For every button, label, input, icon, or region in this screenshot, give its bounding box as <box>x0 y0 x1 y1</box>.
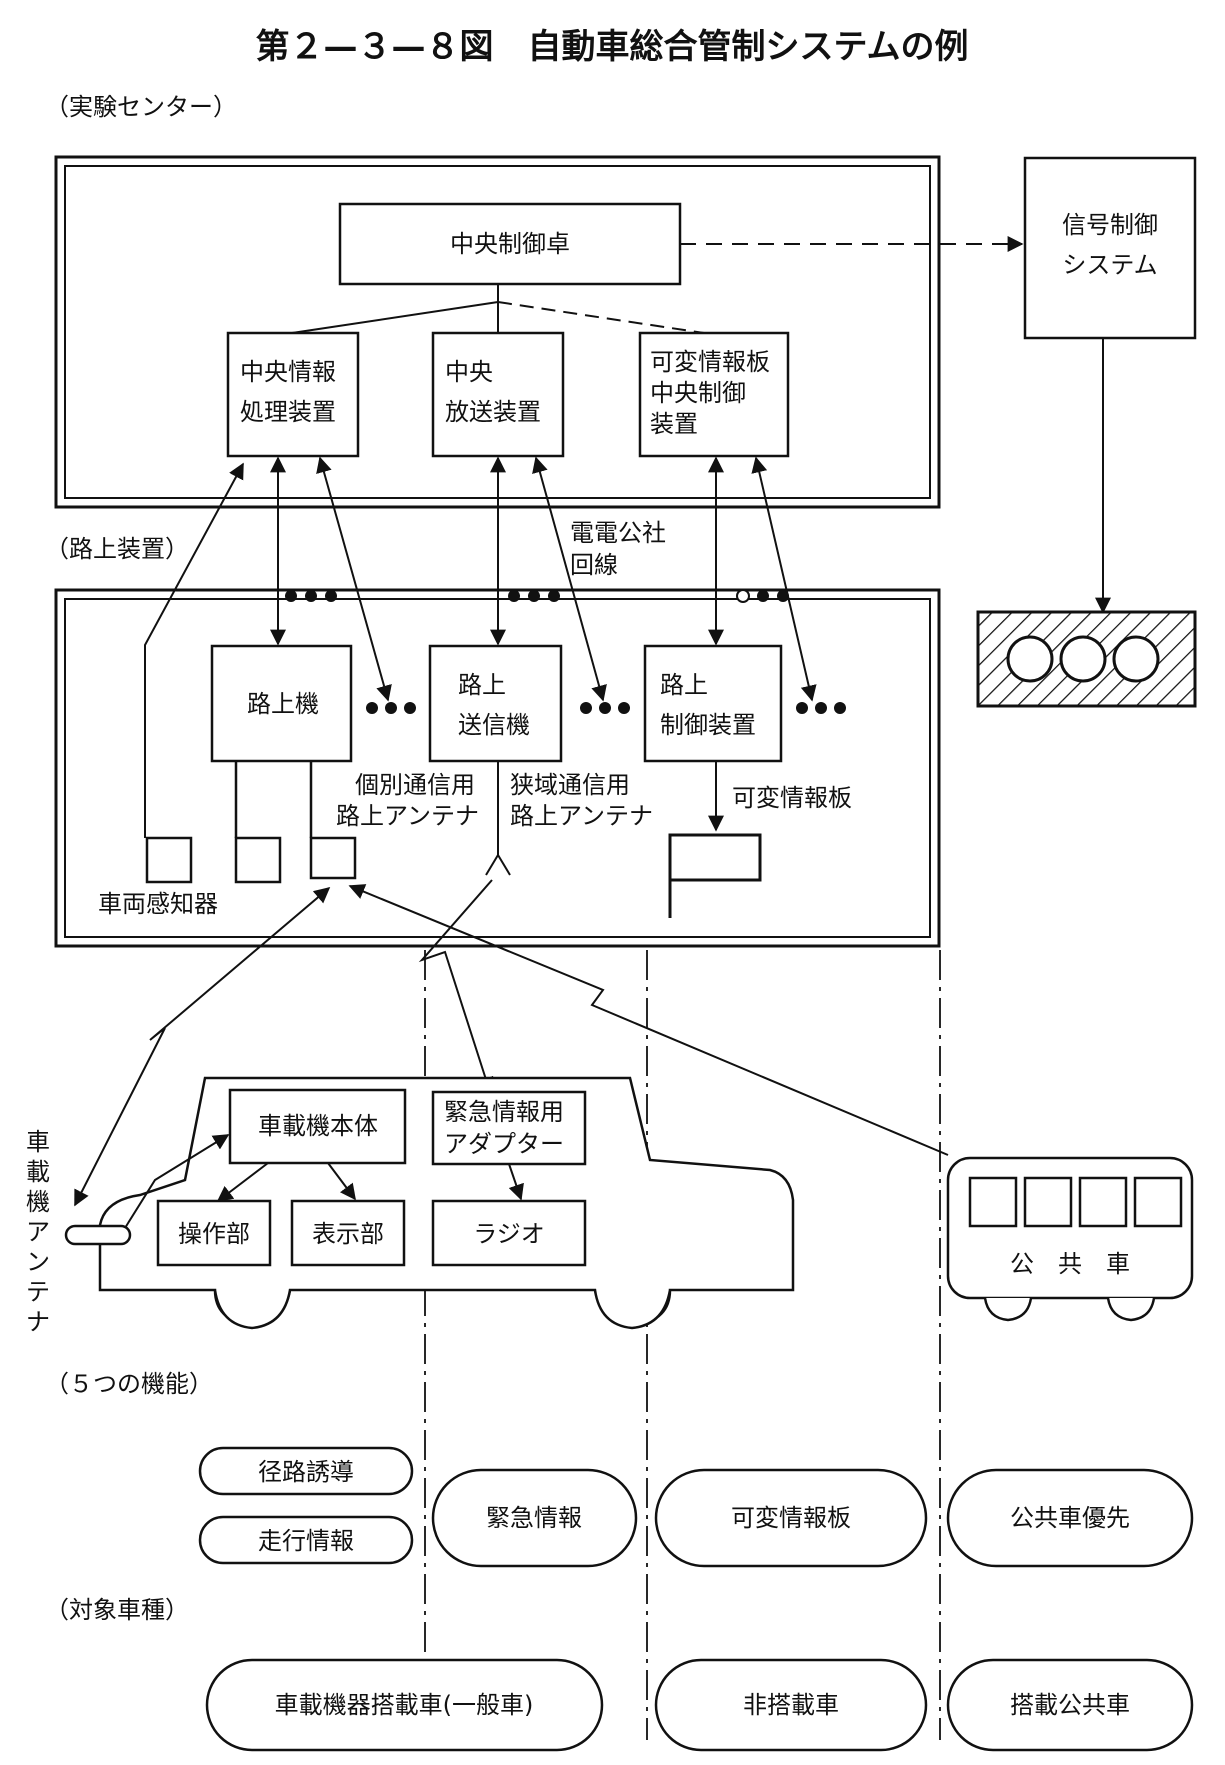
transmitter-line2: 送信機 <box>458 711 530 739</box>
svg-text:車載機器搭載車(一般車): 車載機器搭載車(一般車) <box>275 1691 534 1719</box>
function-vms: 可変情報板 <box>654 1468 928 1568</box>
wireless-links <box>74 879 949 1207</box>
narrow-antenna-line1: 狭域通信用 <box>510 771 630 799</box>
device-dots <box>366 702 846 714</box>
info-processor-line2: 処理装置 <box>240 398 336 426</box>
individual-antenna-line1: 個別通信用 <box>355 771 475 799</box>
emergency-adapter-line1: 緊急情報用 <box>444 1098 564 1126</box>
info-processor-line1: 中央情報 <box>240 358 336 386</box>
operation-box: 操作部 <box>156 1199 272 1267</box>
vms-control-line2: 中央制御 <box>650 379 746 407</box>
svg-text:径路誘導: 径路誘導 <box>258 1458 354 1486</box>
vms-control-box: 可変情報板 中央制御 装置 <box>638 331 790 458</box>
bus-icon <box>946 1156 1194 1322</box>
car-antenna-label: 車 載 機 ア ン テ ナ <box>26 1128 50 1336</box>
transmitter-box: 路上 送信機 <box>428 644 563 763</box>
traffic-signal-icon <box>976 610 1197 708</box>
svg-text:ナ: ナ <box>26 1308 50 1336</box>
svg-text:搭載公共車: 搭載公共車 <box>1010 1691 1130 1719</box>
svg-text:走行情報: 走行情報 <box>258 1527 354 1555</box>
section-label-targets: （対象車種） <box>45 1596 189 1624</box>
svg-text:非搭載車: 非搭載車 <box>743 1691 839 1719</box>
section-label-roadside: （路上装置） <box>45 535 189 563</box>
target-equipped-bus: 搭載公共車 <box>946 1658 1194 1752</box>
narrow-antenna-icon <box>485 761 511 876</box>
telecom-line-2: 回線 <box>570 551 618 579</box>
controller-line1: 路上 <box>660 671 708 699</box>
individual-antenna-line2: 路上アンテナ <box>336 802 479 830</box>
svg-text:載: 載 <box>26 1158 50 1186</box>
controller-box: 路上 制御装置 <box>643 644 783 763</box>
function-route-guidance: 径路誘導 <box>198 1446 414 1496</box>
car-antenna-icon <box>64 1224 132 1246</box>
vms-control-line3: 装置 <box>650 410 698 438</box>
svg-text:機: 機 <box>26 1188 50 1216</box>
function-driving-info: 走行情報 <box>198 1515 414 1565</box>
display-box: 表示部 <box>290 1199 406 1267</box>
onboard-unit-label: 車載機本体 <box>258 1112 378 1140</box>
section-label-center: （実験センター） <box>45 93 237 121</box>
narrow-antenna-line2: 路上アンテナ <box>510 802 653 830</box>
svg-text:車: 車 <box>26 1128 50 1156</box>
signal-system-line2: システム <box>1062 251 1157 279</box>
broadcast-line2: 放送装置 <box>445 398 541 426</box>
control-desk-box: 中央制御卓 <box>338 202 682 286</box>
separator-lines <box>424 950 941 1740</box>
broadcast-line1: 中央 <box>445 358 493 386</box>
section-label-functions: （５つの機能） <box>45 1370 213 1398</box>
target-unequipped-vehicle: 非搭載車 <box>654 1658 928 1752</box>
function-emergency-info: 緊急情報 <box>431 1468 638 1568</box>
detector-label: 車両感知器 <box>98 890 218 918</box>
control-desk-connectors <box>291 284 705 334</box>
svg-text:テ: テ <box>26 1278 50 1306</box>
radio-box: ラジオ <box>431 1199 587 1267</box>
operation-label: 操作部 <box>178 1220 250 1248</box>
car-internal-links <box>124 1134 524 1229</box>
radio-label: ラジオ <box>473 1220 545 1248</box>
svg-text:ア: ア <box>26 1218 50 1246</box>
target-equipped-vehicle: 車載機器搭載車(一般車) <box>205 1658 604 1752</box>
vms-label: 可変情報板 <box>732 784 852 812</box>
bus-label: 公 共 車 <box>1010 1250 1130 1278</box>
controller-line2: 制御装置 <box>660 711 756 739</box>
display-label: 表示部 <box>312 1220 384 1248</box>
svg-text:可変情報板: 可変情報板 <box>731 1504 851 1532</box>
roadside-unit-label: 路上機 <box>247 690 319 718</box>
info-processor-box: 中央情報 処理装置 <box>226 331 360 458</box>
center-roadside-links <box>144 456 817 838</box>
vms-control-line1: 可変情報板 <box>650 348 770 376</box>
signal-system-line1: 信号制御 <box>1062 211 1158 239</box>
telecom-line-1: 電電公社 <box>570 519 666 547</box>
broadcast-box: 中央 放送装置 <box>431 331 565 458</box>
emergency-adapter-box: 緊急情報用 アダプター <box>431 1090 587 1166</box>
svg-text:緊急情報: 緊急情報 <box>486 1504 582 1532</box>
svg-text:ン: ン <box>26 1248 50 1276</box>
transmitter-line1: 路上 <box>458 671 506 699</box>
vehicle-detectors <box>145 761 357 884</box>
vms-sign-icon <box>668 833 762 918</box>
control-desk-label: 中央制御卓 <box>450 230 570 258</box>
onboard-unit-box: 車載機本体 <box>228 1088 407 1165</box>
roadside-unit-box: 路上機 <box>210 644 353 763</box>
function-bus-priority: 公共車優先 <box>946 1468 1194 1568</box>
emergency-adapter-line2: アダプター <box>444 1130 564 1158</box>
signal-system-box: 信号制御 システム <box>1023 156 1197 340</box>
figure-title: 第２—３—８図 自動車総合管制システムの例 <box>256 27 969 67</box>
svg-text:公共車優先: 公共車優先 <box>1010 1504 1130 1532</box>
